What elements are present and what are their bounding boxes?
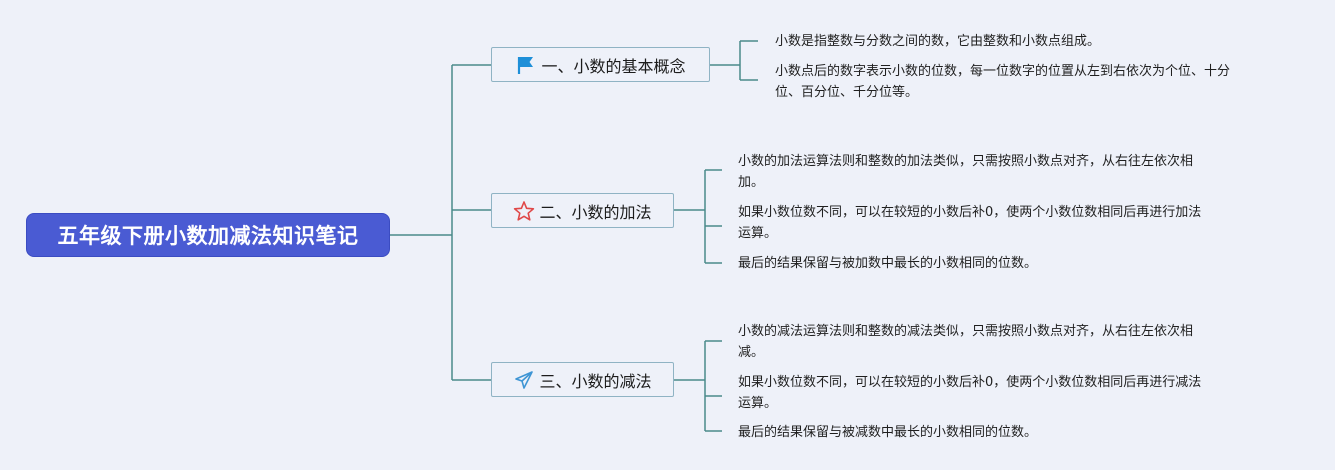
branch-3-leaf-connector — [674, 340, 722, 432]
note-item: 如果小数位数不同，可以在较短的小数后补0，使两个小数位数相同后再进行减法 运算。 — [738, 375, 1202, 411]
paper-plane-icon — [513, 369, 535, 391]
branch-addition[interactable]: 二、小数的加法 — [491, 193, 674, 228]
note-item: 如果小数位数不同，可以在较短的小数后补0，使两个小数位数相同后再进行加法 运算。 — [738, 205, 1202, 241]
branch-2-leaf-connector — [674, 169, 722, 264]
note-item: 小数点后的数字表示小数的位数，每一位数字的位置从左到右依次为个位、十分 位、百分… — [775, 64, 1231, 100]
note-item: 小数是指整数与分数之间的数，它由整数和小数点组成。 — [775, 34, 1101, 49]
branch-1-leaf-connector — [710, 40, 758, 81]
branch-label: 二、小数的加法 — [539, 202, 652, 222]
note-item: 最后的结果保留与被减数中最长的小数相同的位数。 — [738, 425, 1038, 440]
root-title: 五年级下册小数加减法知识笔记 — [57, 224, 359, 248]
flag-icon — [515, 54, 537, 76]
branch-label: 一、小数的基本概念 — [541, 56, 686, 76]
root-topic[interactable]: 五年级下册小数加减法知识笔记 — [26, 213, 390, 257]
note-item: 小数的加法运算法则和整数的加法类似，只需按照小数点对齐，从右往左依次相 加。 — [738, 154, 1194, 190]
note-item: 小数的减法运算法则和整数的减法类似，只需按照小数点对齐，从右往左依次相 减。 — [738, 324, 1194, 360]
branch-label: 三、小数的减法 — [539, 371, 652, 391]
note-item: 最后的结果保留与被加数中最长的小数相同的位数。 — [738, 256, 1038, 271]
branch-subtraction[interactable]: 三、小数的减法 — [491, 362, 674, 397]
branch-basic-concept[interactable]: 一、小数的基本概念 — [491, 47, 710, 82]
star-icon — [513, 200, 535, 222]
